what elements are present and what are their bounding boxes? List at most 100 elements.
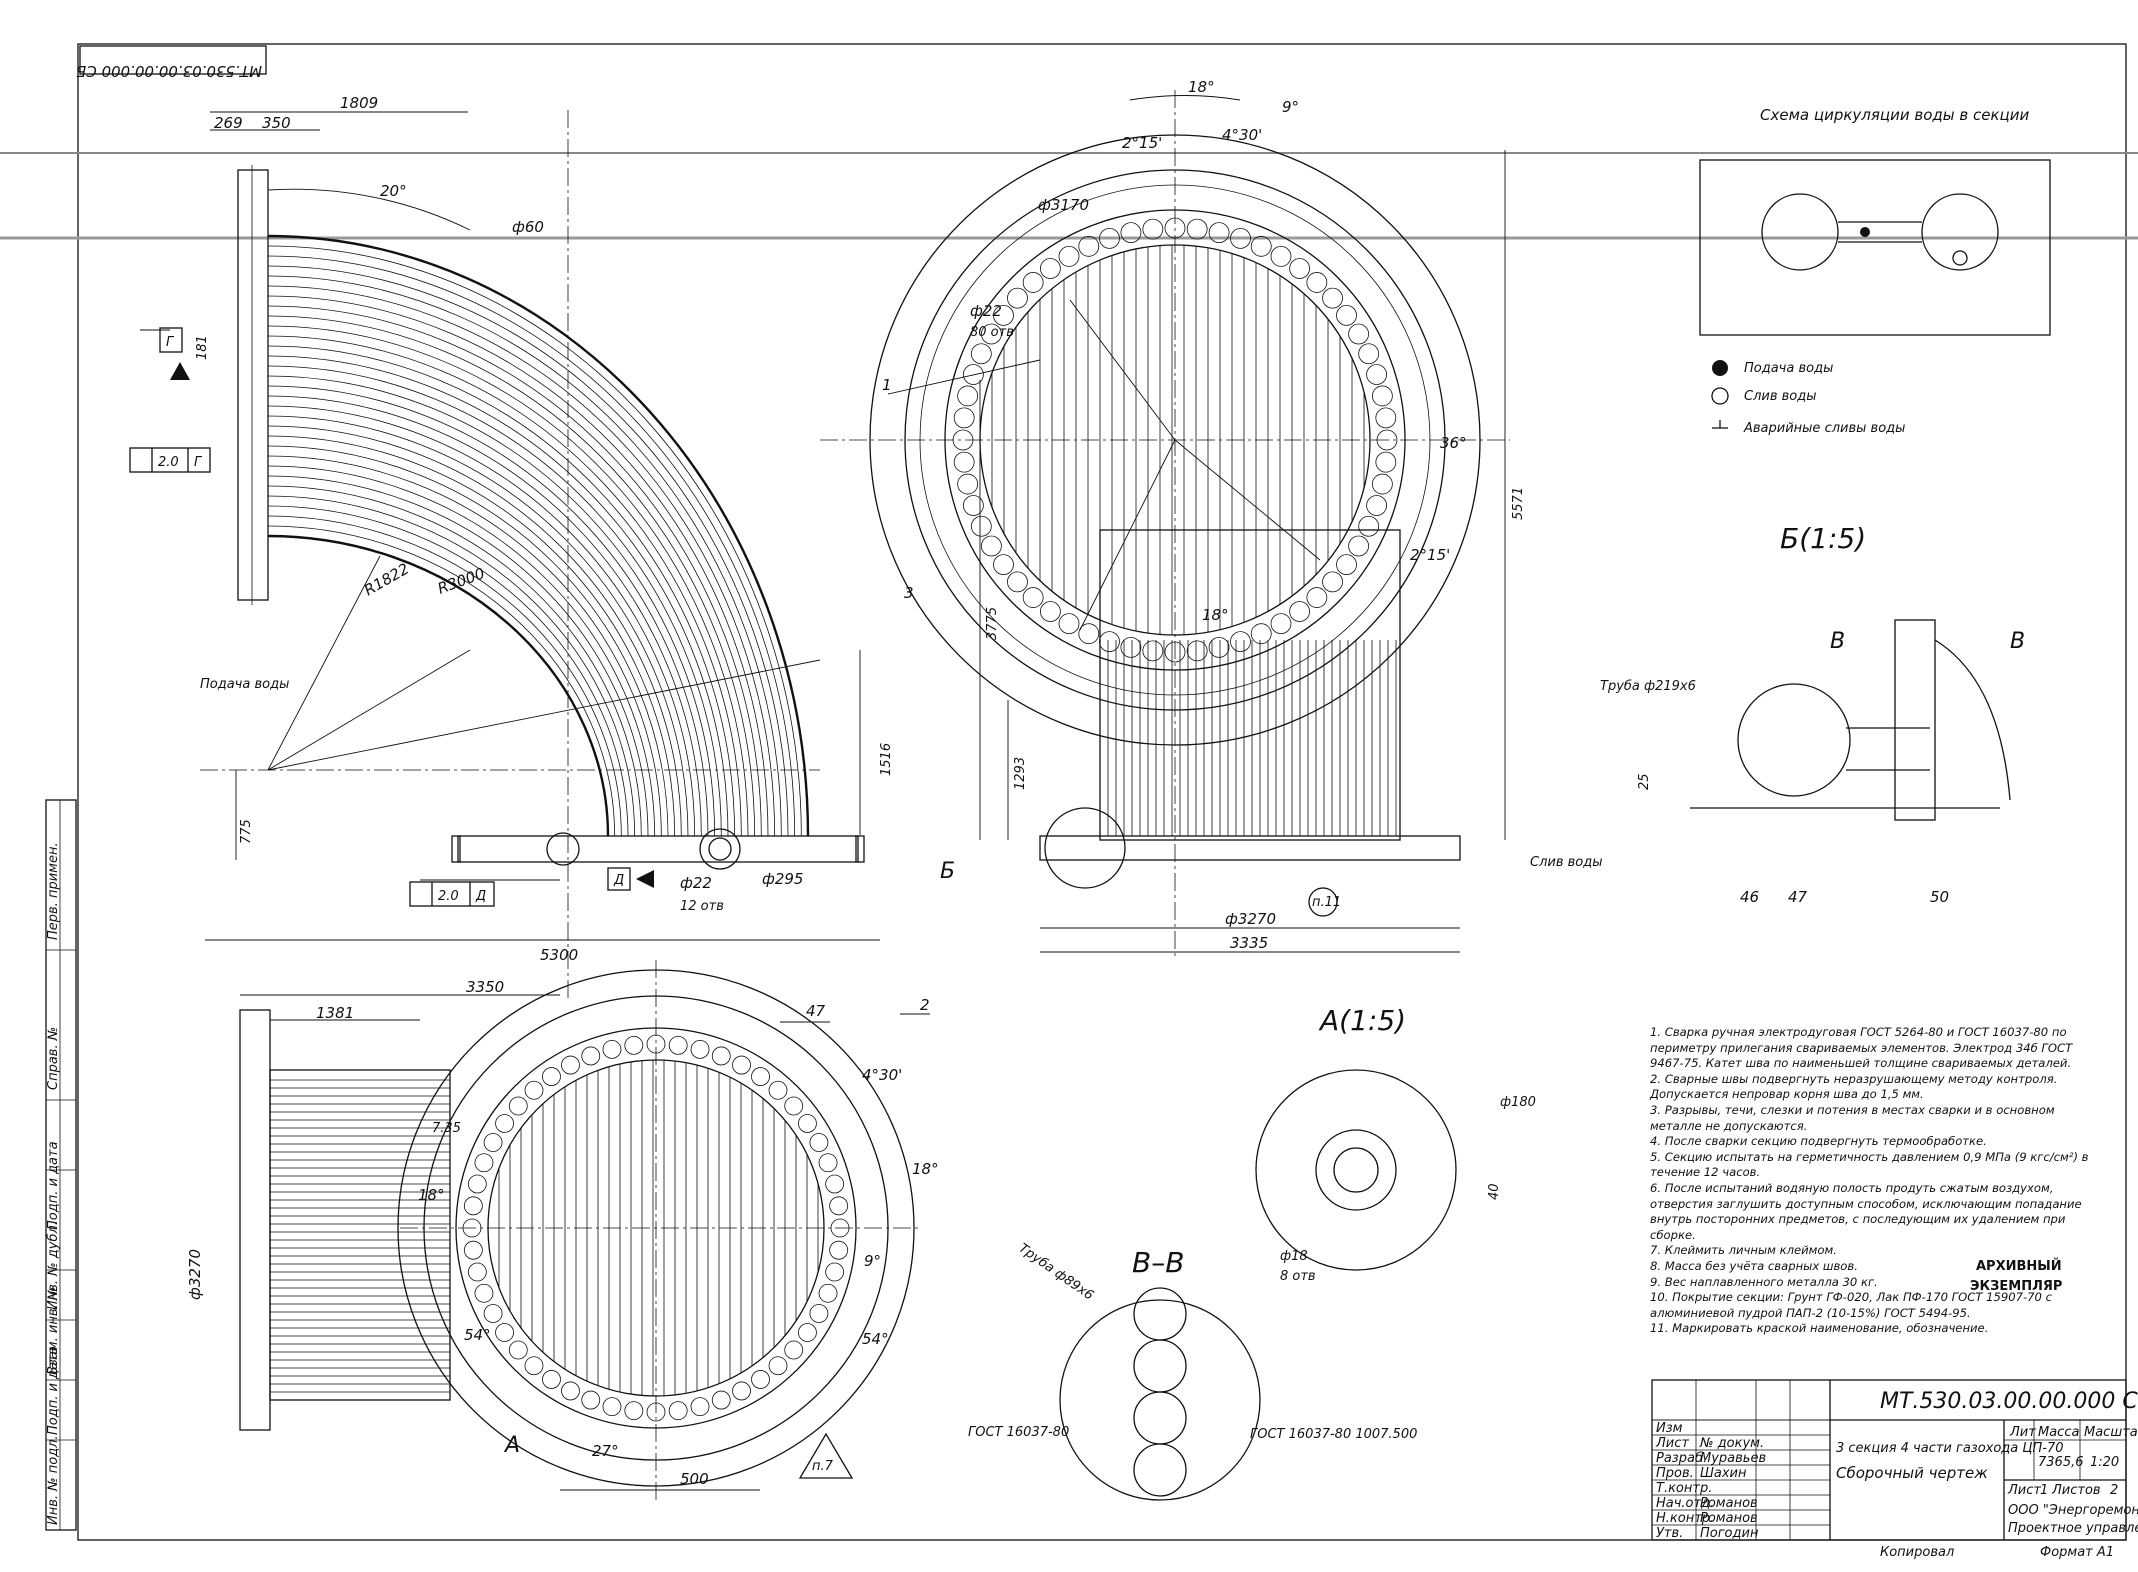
ring-tube: [542, 1370, 561, 1389]
tb-dept: Проектное управление 2011: [2008, 1521, 2138, 1536]
dim-d22-top: ф22: [970, 302, 1002, 320]
legend-supply: Подача воды: [1744, 361, 1833, 376]
dim-9deg: 9°: [1282, 98, 1299, 116]
tb-role: Нач.отд.: [1656, 1496, 1714, 1511]
tb-mass: 7365,6: [2038, 1455, 2084, 1470]
legend-emergency: Аварийные сливы воды: [1743, 421, 1905, 436]
detail-b: Б(1:5) В В Труба ф219х6 25 46 47 50: [1600, 522, 2025, 906]
label-water-supply: Подача воды: [200, 677, 289, 692]
tb-role: Разраб.: [1656, 1451, 1707, 1466]
note-2: 2. Сварные швы подвергнуть неразрушающем…: [1650, 1071, 2058, 1102]
dim-r1822: R1822: [361, 560, 412, 600]
tb-format: Формат А1: [2040, 1545, 2114, 1560]
ring-tube: [751, 1370, 770, 1389]
side-stamp-5: Подп. и дата: [46, 1346, 61, 1435]
tolerance-g-value: 2.0: [158, 455, 179, 470]
ring-tube: [981, 323, 1002, 345]
dim-9deg-plan: 9°: [864, 1252, 881, 1270]
ring-tube: [711, 1046, 731, 1066]
leader-2: 2: [920, 996, 930, 1014]
dim-r3000: R3000: [435, 564, 487, 598]
scheme-title: Схема циркуляции воды в секции: [1760, 106, 2029, 124]
elbow-band: [267, 345, 736, 837]
elbow-band: [267, 315, 756, 837]
elbow-band: [267, 485, 642, 837]
side-stamp-2: Подп. и дата: [46, 1141, 61, 1230]
tb-person: Погодин: [1700, 1526, 1759, 1541]
tolerance-frame-g: [129, 447, 211, 473]
circulation-scheme: Схема циркуляции воды в секции Подача во…: [1699, 106, 2051, 436]
tolerance-frame-d: [409, 881, 495, 907]
tb-name-2: Сборочный чертеж: [1836, 1464, 1988, 1482]
note-8: 8. Масса без учёта сварных швов.: [1650, 1258, 1858, 1273]
ring-tube: [1186, 640, 1208, 662]
label-water-drain: Слив воды: [1530, 855, 1603, 870]
ring-tube: [1306, 587, 1328, 608]
ring-tube: [474, 1153, 494, 1173]
ring-tube: [1022, 587, 1044, 608]
elbow-band: [267, 385, 709, 837]
dim-d3170: ф3170: [1038, 196, 1089, 214]
tb-role: Н.контр.: [1656, 1511, 1714, 1526]
elbow-band: [267, 295, 769, 837]
plan-tube-ring: [462, 1034, 850, 1422]
ring-tube: [711, 1390, 731, 1410]
ring-tube: [1058, 246, 1080, 267]
ring-tube: [483, 1304, 503, 1323]
ring-tube: [1375, 451, 1397, 473]
ring-tube: [1039, 601, 1061, 622]
gost-left: ГОСТ 16037-80: [968, 1425, 1069, 1440]
note-5: 5. Секцию испытать на герметичность давл…: [1650, 1149, 2089, 1180]
dim-2-15-side: 2°15': [1410, 546, 1450, 564]
tb-role: Лист: [1655, 1436, 1689, 1451]
front-view: 18° 9° 2°15' 4°30' ф3170 ф22 80 отв 1 55…: [820, 78, 1603, 960]
dim-181: 181: [195, 335, 210, 360]
dim-269: 269: [214, 114, 243, 132]
tb-lit-header: Лит: [2009, 1425, 2036, 1440]
elbow-band: [267, 465, 656, 837]
detail-b-callout: [1044, 807, 1126, 889]
dim-8-holes: 8 отв: [1280, 1269, 1316, 1284]
ring-tube: [508, 1340, 528, 1360]
elbow-band: [267, 405, 696, 837]
gost-right: ГОСТ 16037-80 1007.500: [1250, 1427, 1417, 1442]
ring-tube: [1078, 235, 1100, 257]
ring-tube: [953, 407, 975, 429]
elbow-band: [267, 415, 689, 837]
ring-tube: [825, 1262, 845, 1282]
ring-tube: [495, 1323, 514, 1342]
ring-tube: [524, 1080, 544, 1100]
elbow-band: [267, 395, 702, 837]
tb-person: № докум.: [1699, 1436, 1764, 1451]
tb-role: Пров.: [1656, 1466, 1694, 1481]
elbow-band: [267, 335, 742, 837]
dim-d60: ф60: [512, 218, 544, 236]
leader-47: 47: [806, 1002, 826, 1020]
ring-tube: [809, 1304, 829, 1323]
tb-company: ООО "Энергоремонт": [2008, 1503, 2138, 1518]
legend-drain: Слив воды: [1744, 389, 1817, 404]
tb-name-1: 3 секция 4 части газохода ЦП-70: [1836, 1441, 2064, 1456]
side-stamp-3: Инв. № дубл.: [46, 1221, 61, 1310]
dim-5300: 5300: [540, 946, 578, 964]
ring-tube: [825, 1174, 845, 1194]
vertical-body: [1099, 529, 1401, 841]
pipe-89: Труба ф89х6: [1016, 1241, 1096, 1304]
detail-a: А(1:5) ф180 40 ф18 8 отв: [1255, 1004, 1536, 1284]
dim-d180: ф180: [1500, 1095, 1536, 1110]
dim-54deg-r: 54°: [862, 1330, 889, 1348]
ring-tube: [1336, 304, 1357, 326]
section-mark-v-l: В: [1830, 629, 1845, 654]
ring-tube: [581, 1390, 601, 1410]
dim-1293: 1293: [1013, 757, 1028, 790]
ring-tube: [1366, 495, 1388, 516]
leader-3: 3: [904, 584, 914, 602]
ring-tube: [1120, 222, 1142, 244]
inlet-flange: [237, 169, 269, 601]
ring-tube: [1322, 287, 1343, 309]
ring-tube: [602, 1397, 622, 1417]
ring-tube: [624, 1401, 644, 1421]
dim-25: 25: [1637, 773, 1652, 790]
ring-tube: [957, 473, 979, 495]
elbow-band: [267, 455, 662, 837]
